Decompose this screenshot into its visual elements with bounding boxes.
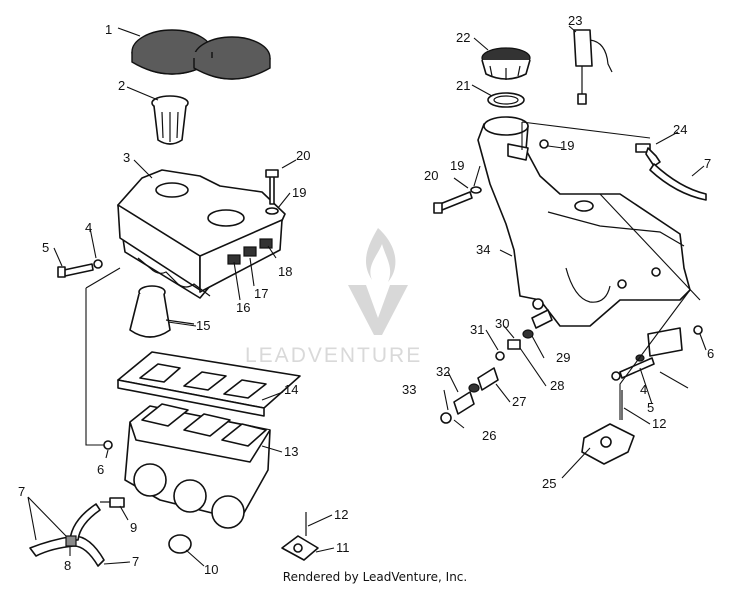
callout-4-right: 4 (640, 382, 647, 397)
mount-bracket (281, 512, 319, 561)
callout-14: 14 (284, 382, 298, 397)
callout-23: 23 (568, 13, 582, 28)
filler-gasket (487, 92, 525, 108)
callout-9: 9 (130, 520, 137, 535)
callout-24: 24 (673, 122, 687, 137)
callout-6-right: 6 (707, 346, 714, 361)
fuel-tank (477, 116, 691, 327)
callout-12: 12 (334, 507, 348, 522)
drain-hose (29, 503, 105, 567)
clamp-ring (168, 534, 192, 554)
air-intake-horn (151, 95, 189, 145)
callout-18: 18 (278, 264, 292, 279)
callout-5: 5 (42, 240, 49, 255)
callout-33: 33 (402, 382, 416, 397)
callout-19-right-b: 19 (450, 158, 464, 173)
gasket (117, 351, 301, 417)
watermark-text: LEADVENTURE (245, 344, 422, 367)
callout-30: 30 (495, 316, 509, 331)
callout-28: 28 (550, 378, 564, 393)
callout-16: 16 (236, 300, 250, 315)
callout-26: 26 (482, 428, 496, 443)
callout-22: 22 (456, 30, 470, 45)
callout-34: 34 (476, 242, 490, 257)
callout-3: 3 (123, 150, 130, 165)
fuel-fittings (440, 309, 553, 424)
callout-17: 17 (254, 286, 268, 301)
callout-29: 29 (556, 350, 570, 365)
callout-12-right: 12 (652, 416, 666, 431)
vent-fitting (635, 143, 707, 201)
intake-boot (129, 285, 195, 338)
callout-6: 6 (97, 462, 104, 477)
callout-2: 2 (118, 78, 125, 93)
callout-11: 11 (336, 540, 350, 555)
callout-27: 27 (512, 394, 526, 409)
callout-31: 31 (470, 322, 484, 337)
callout-1: 1 (105, 22, 112, 37)
callout-19: 19 (292, 185, 306, 200)
callout-25: 25 (542, 476, 556, 491)
fuel-sender (573, 29, 613, 105)
tank-bracket (581, 390, 635, 465)
callout-20-right: 20 (424, 168, 438, 183)
airbox-cover (117, 169, 286, 299)
hose-fitting (100, 497, 125, 508)
callout-7-left-b: 7 (132, 554, 139, 569)
callout-4: 4 (85, 220, 92, 235)
right-bolts (433, 139, 549, 214)
callout-7: 7 (18, 484, 25, 499)
render-credit: Rendered by LeadVenture, Inc. (282, 570, 468, 584)
airbox-base (124, 403, 271, 529)
callout-15: 15 (196, 318, 210, 333)
left-bolts (57, 169, 279, 450)
callout-7-right: 7 (704, 156, 711, 171)
air-filter-foam (131, 29, 271, 80)
callout-13: 13 (284, 444, 298, 459)
callout-8: 8 (64, 558, 71, 573)
callout-21: 21 (456, 78, 470, 93)
callout-5-right: 5 (647, 400, 654, 415)
callout-19-right: 19 (560, 138, 574, 153)
callout-10: 10 (204, 562, 218, 577)
fuel-cap (481, 47, 531, 80)
watermark-logo (348, 228, 408, 335)
callout-32: 32 (436, 364, 450, 379)
callout-20: 20 (296, 148, 310, 163)
